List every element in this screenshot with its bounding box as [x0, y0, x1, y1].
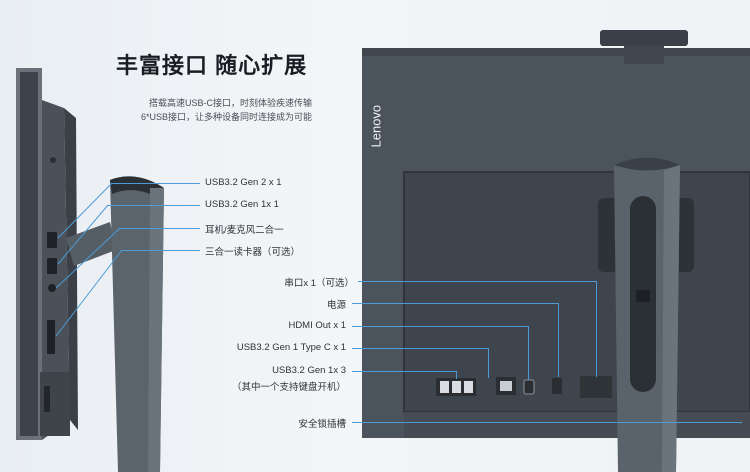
leader-line	[528, 326, 529, 380]
leader-line	[558, 303, 559, 377]
rear-port-label-usb-type-c: USB3.2 Gen 1 Type C x 1	[236, 342, 346, 353]
leader-line	[122, 250, 200, 251]
side-port-label-audio-jack: 耳机/麦克风二合一	[205, 225, 284, 236]
leader-line	[108, 205, 200, 206]
description-line-1: 搭载高速USB-C接口，时刻体验疾速传输	[148, 98, 312, 108]
leader-line	[352, 371, 456, 372]
leader-line	[488, 348, 489, 378]
side-port-label-card-reader: 三合一读卡器（可选）	[205, 247, 301, 258]
leader-line	[112, 183, 200, 184]
leader-line	[352, 303, 558, 304]
rear-port-label-serial: 串口x 1（可选）	[284, 278, 354, 289]
side-port-label-usb-gen2: USB3.2 Gen 2 x 1	[205, 177, 282, 188]
description-line-2: 6*USB接口，让多种设备同时连接成为可能	[140, 112, 312, 122]
side-port-label-usb-gen1: USB3.2 Gen 1x 1	[205, 199, 279, 210]
leader-line	[358, 281, 596, 282]
rear-view-monitor	[362, 30, 750, 472]
leader-line	[456, 371, 457, 379]
rear-port-label-hdmi: HDMI Out x 1	[288, 320, 346, 331]
page-title: 丰富接口 随心扩展	[116, 53, 308, 78]
leader-line	[352, 348, 488, 349]
rear-port-label-usb-note: （其中一个支持键盘开机）	[231, 382, 346, 393]
leader-line	[352, 422, 742, 423]
rear-port-label-usb-gen1-x3: USB3.2 Gen 1x 3	[272, 365, 346, 376]
rear-port-label-security-lock: 安全锁插槽	[298, 419, 346, 430]
leader-line	[352, 326, 528, 327]
leader-line	[596, 281, 597, 377]
rear-port-label-power: 电源	[326, 300, 346, 311]
leader-line	[120, 228, 200, 229]
